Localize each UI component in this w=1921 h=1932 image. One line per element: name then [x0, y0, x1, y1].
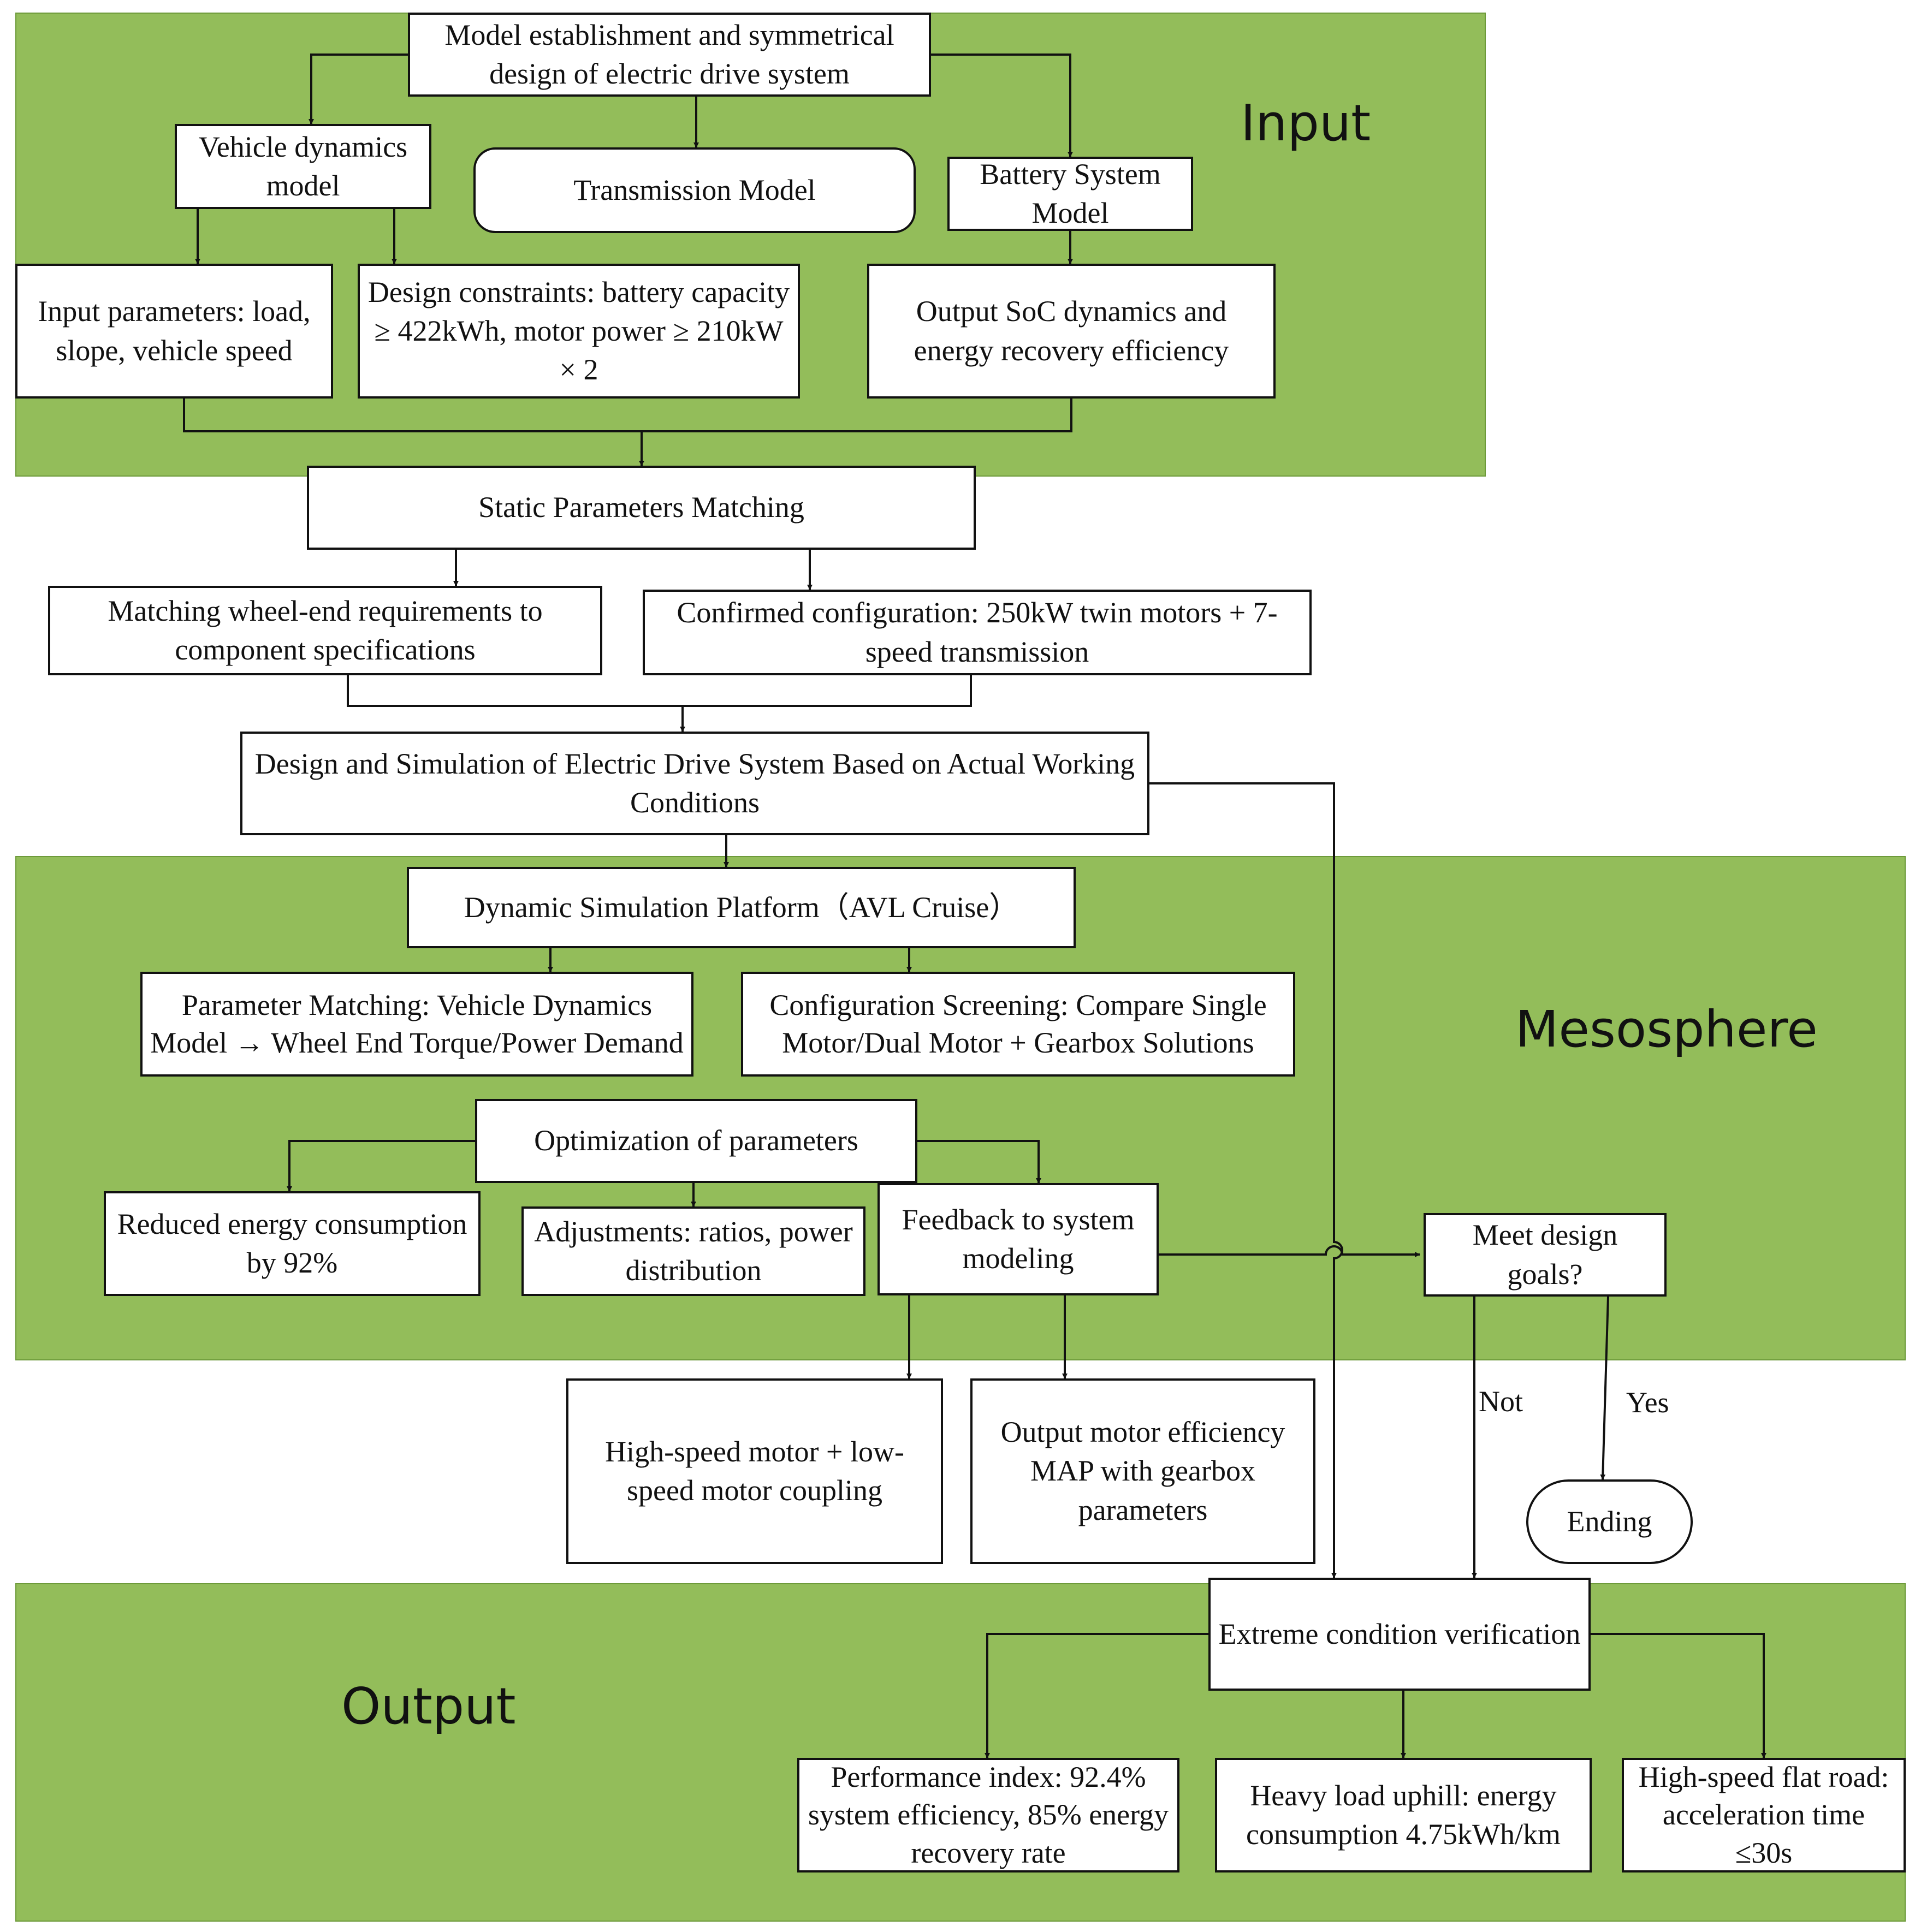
design-constraints-box: Design constraints: battery capacity ≥ 4… [358, 264, 800, 399]
matching-wheel-end-box: Matching wheel-end requirements to compo… [48, 586, 602, 675]
not-label: Not [1479, 1385, 1523, 1418]
confirmed-configuration-box: Confirmed configuration: 250kW twin moto… [643, 590, 1312, 675]
edge-feedback-to-goals [1158, 1245, 1420, 1257]
edge-goals-yes [1600, 1296, 1609, 1480]
feedback-box: Feedback to system modeling [878, 1183, 1159, 1295]
input-parameters-box: Input parameters: load, slope, vehicle s… [15, 264, 333, 399]
design-simulation-box: Design and Simulation of Electric Drive … [240, 732, 1149, 835]
edge-model-to-vehicle-dynamics [309, 53, 408, 124]
configuration-screening-box: Configuration Screening: Compare Single … [741, 972, 1295, 1077]
edge-extreme-to-high-speed [1589, 1633, 1766, 1758]
extreme-verification-box: Extreme condition verification [1208, 1578, 1591, 1691]
dynamic-platform-box: Dynamic Simulation Platform（AVL Cruise） [407, 867, 1076, 948]
output-soc-box: Output SoC dynamics and energy recovery … [867, 264, 1276, 399]
edge-extreme-to-performance [985, 1633, 1208, 1758]
model-establishment-box: Model establishment and symmetrical desi… [408, 13, 931, 97]
edge-merge-matching [347, 675, 972, 707]
ending-box: Ending [1526, 1479, 1693, 1564]
edge-model-to-battery [931, 53, 1073, 157]
parameter-matching-box: Parameter Matching: Vehicle Dynamics Mod… [140, 972, 693, 1077]
output-motor-map-box: Output motor efficiency MAP with gearbox… [970, 1378, 1315, 1564]
vehicle-dynamics-box: Vehicle dynamics model [175, 124, 431, 209]
static-matching-box: Static Parameters Matching [307, 466, 976, 550]
edge-merge-inputs [183, 399, 1072, 432]
performance-index-box: Performance index: 92.4% system efficien… [797, 1758, 1179, 1872]
optimization-box: Optimization of parameters [475, 1099, 917, 1183]
mesosphere-zone-label: Mesosphere [1515, 1000, 1818, 1059]
edge-opt-to-feedback [917, 1140, 1041, 1184]
battery-system-box: Battery System Model [947, 157, 1193, 231]
meet-goals-box: Meet design goals? [1424, 1213, 1667, 1297]
heavy-load-box: Heavy load uphill: energy consumption 4.… [1215, 1758, 1592, 1872]
adjustments-box: Adjustments: ratios, power distribution [521, 1206, 865, 1296]
edge-opt-to-reduced [287, 1140, 475, 1192]
yes-label: Yes [1626, 1386, 1669, 1419]
reduced-energy-box: Reduced energy consumption by 92% [104, 1191, 481, 1296]
transmission-model-box: Transmission Model [473, 147, 916, 233]
edge-design-to-extreme [1149, 782, 1343, 1578]
output-zone-label: Output [341, 1677, 516, 1735]
high-low-motor-box: High-speed motor + low-speed motor coupl… [566, 1378, 943, 1564]
high-speed-flat-box: High-speed flat road: acceleration time … [1622, 1758, 1906, 1872]
input-zone-label: Input [1241, 94, 1371, 152]
